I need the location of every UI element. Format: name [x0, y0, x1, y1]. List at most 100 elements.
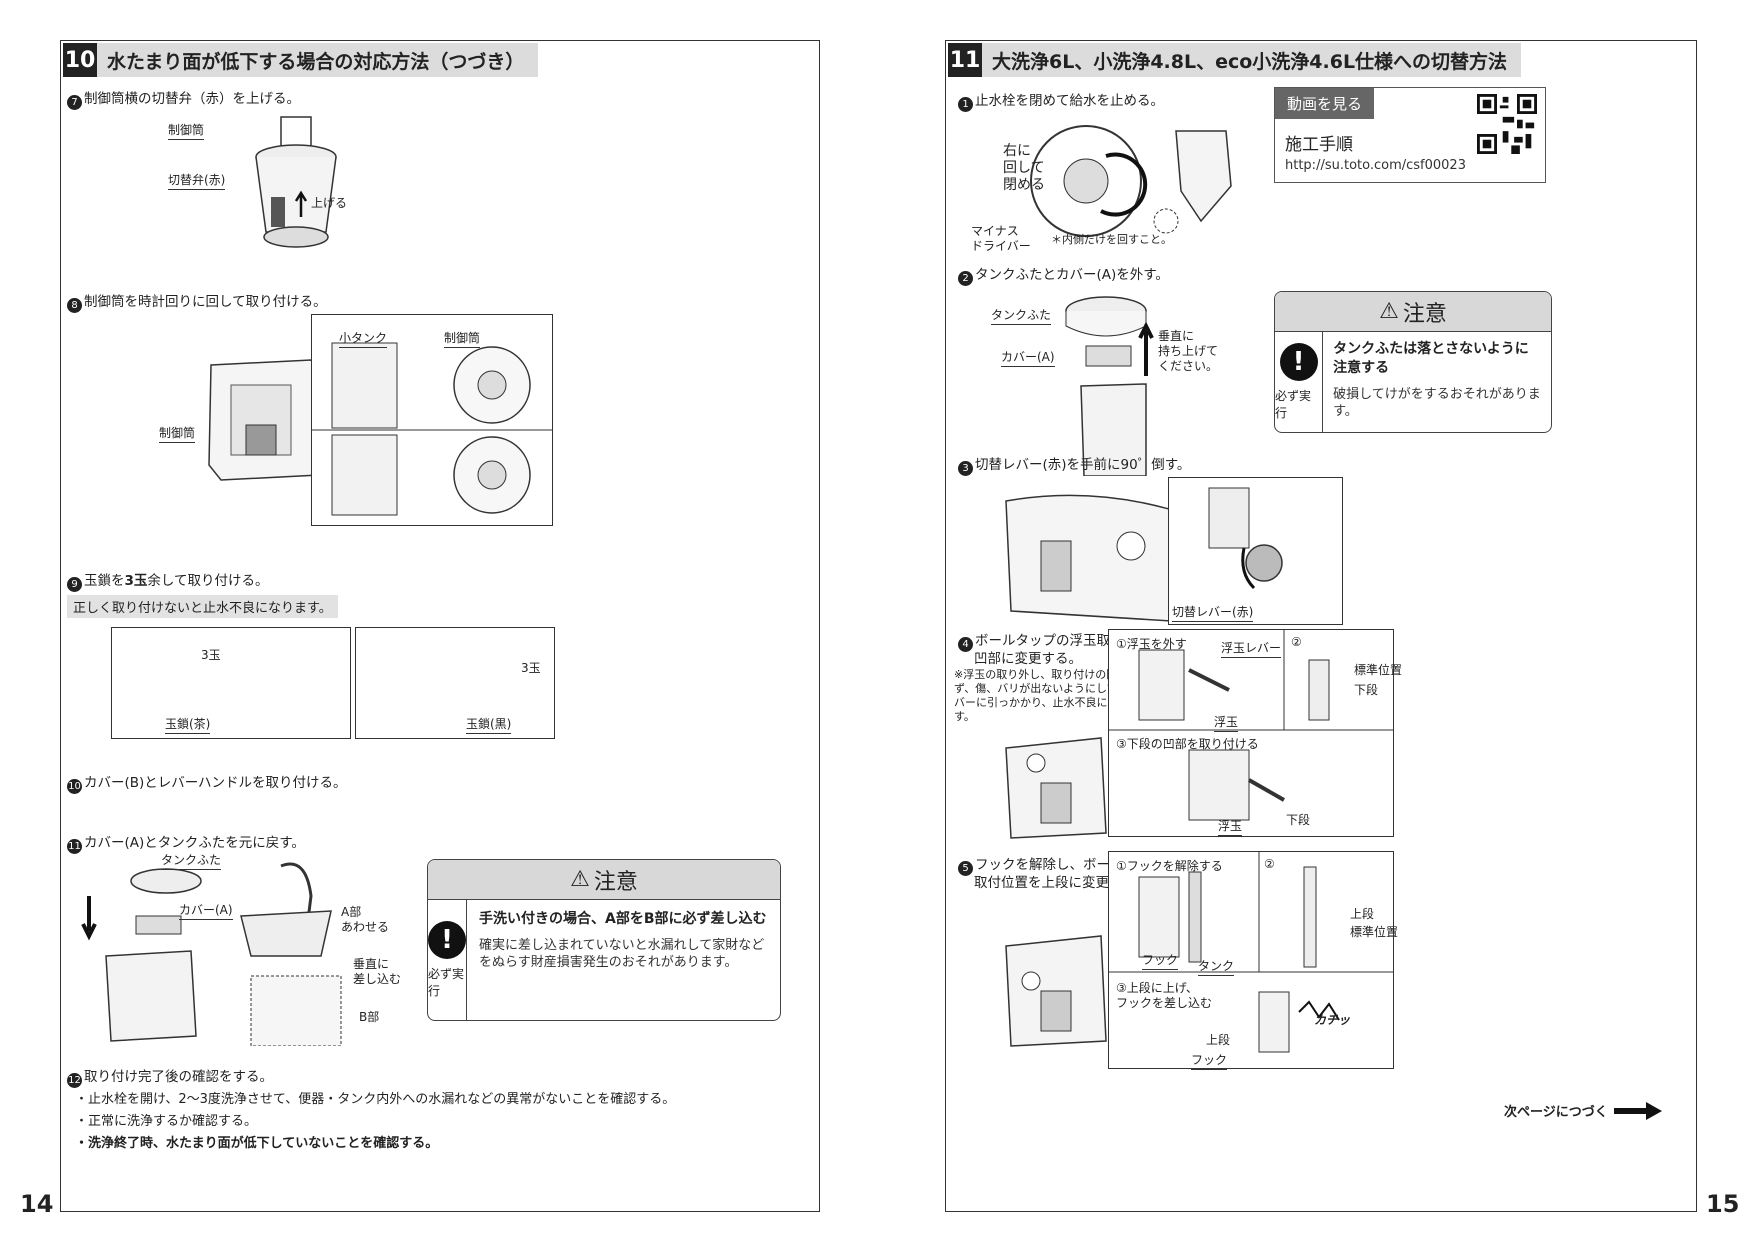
step9-warning-note: 正しく取り付けないと止水不良になります。: [67, 595, 338, 618]
label-click: カチッ: [1314, 1013, 1351, 1027]
label-tank-lid: タンクふた: [161, 851, 222, 870]
check-item-2: ・正常に洗浄するか確認する。: [75, 1114, 258, 1129]
label-switch-lever: 切替レバー(赤): [1172, 603, 1254, 622]
caution-text: 確実に差し込まれていないと水漏れして家財などをぬらす財産損害発生のおそれがありま…: [479, 938, 765, 970]
label-lower-2: 下段: [1286, 813, 1311, 827]
step4-detail-box: [1108, 629, 1394, 837]
warning-triangle-icon: ⚠: [1379, 299, 1399, 324]
label-float-2: 浮玉: [1218, 817, 1243, 836]
next-page-indicator: 次ページにつづく: [1504, 1101, 1662, 1120]
label-turn-close: 右に 回して 閉める: [1003, 143, 1045, 193]
label-brown-chain: 玉鎖(茶): [165, 715, 211, 734]
label-sub1-release-hook: ①フックを解除する: [1116, 859, 1223, 873]
label-hook: フック: [1142, 951, 1179, 970]
label-float: 浮玉: [1214, 713, 1239, 732]
label-cover-a-right: カバー(A): [1001, 348, 1055, 367]
check-item-bold: ・洗浄終了時、水たまり面が低下していないことを確認する。: [75, 1136, 439, 1151]
label-standard-position-2: 標準位置: [1350, 925, 1399, 939]
page-number-left: 14: [20, 1190, 54, 1218]
label-seigyo: 制御筒: [168, 121, 205, 140]
video-title: 施工手順: [1285, 135, 1353, 155]
video-box[interactable]: 動画を見る 施工手順 http://su.toto.com/csf00023: [1274, 87, 1546, 183]
label-hook-2: フック: [1191, 1051, 1228, 1070]
label-small-tank: 小タンク: [339, 329, 388, 348]
label-seigyo-3: 制御筒: [444, 329, 481, 348]
label-sub1-float-remove: ①浮玉を外す: [1116, 637, 1187, 651]
label-lower: 下段: [1354, 683, 1379, 697]
label-float-lever: 浮玉レバー: [1221, 639, 1282, 658]
black-chain-box: [355, 627, 555, 739]
video-url[interactable]: http://su.toto.com/csf00023: [1285, 158, 1466, 173]
qr-code-icon[interactable]: [1477, 94, 1537, 154]
label-tank: タンク: [1198, 957, 1235, 976]
label-lift-vertically: 垂直に 持ち上げて ください。: [1158, 329, 1219, 373]
section-title: 水たまり面が低下する場合の対応方法（つづき）: [107, 50, 525, 73]
label-b-part: B部: [359, 1010, 380, 1024]
tank-illustration-step4: [1005, 737, 1107, 839]
caution-bold-text-right: タンクふたは落とさないように注意する: [1333, 341, 1529, 376]
label-a-part: A部 あわせる: [341, 905, 390, 934]
brown-chain-box: [111, 627, 351, 739]
control-cylinder-illustration: [255, 116, 337, 248]
label-three-balls-1: 3玉: [201, 648, 221, 662]
tank-illustration: [208, 359, 322, 481]
exclamation-icon: !: [1279, 343, 1318, 381]
label-sub3-attach-lower: ③下段の凹部を取り付ける: [1116, 737, 1259, 751]
warning-triangle-icon: ⚠: [570, 867, 590, 892]
label-black-chain: 玉鎖(黒): [466, 715, 512, 734]
caution-box-right: ⚠注意 ! 必ず実行 タンクふたは落とさないように注意する 破損してけがをするお…: [1274, 291, 1552, 433]
tank-illustration-step5: [1005, 935, 1107, 1047]
caution-title: 注意: [593, 869, 638, 895]
check-item-1: ・止水栓を開け、2〜3度洗浄させて、便器・タンク内外への水漏れなどの異常がないこ…: [75, 1092, 676, 1107]
caution-box-left: ⚠注意 ! 必ず実行 手洗い付きの場合、A部をB部に必ず差し込む 確実に差し込ま…: [427, 859, 781, 1021]
section-number-right: 11: [948, 43, 982, 77]
label-sub2: ②: [1291, 635, 1302, 649]
label-inner-only: ＊内側だけを回すこと。: [1051, 233, 1172, 246]
page-number-right: 15: [1706, 1190, 1740, 1218]
label-kirikae: 切替弁(赤): [168, 171, 226, 190]
lid-cover-illustration: [81, 862, 342, 1046]
must-do-label-right: 必ず実行: [1275, 389, 1312, 420]
label-seigyo-2: 制御筒: [159, 424, 196, 443]
step5-detail-box: [1108, 851, 1394, 1069]
stop-valve-illustration: [1030, 125, 1232, 237]
label-three-balls-2: 3玉: [521, 661, 541, 675]
label-sub2-step5: ②: [1264, 857, 1275, 871]
section-heading: 10 水たまり面が低下する場合の対応方法（つづき）: [63, 43, 539, 77]
step8-detail-box: [311, 314, 553, 526]
label-ageru: 上げる: [311, 196, 348, 210]
label-standard-position: 標準位置: [1354, 663, 1403, 677]
tank-lid-illustration: [1065, 296, 1154, 476]
exclamation-icon: !: [428, 921, 466, 959]
label-upper-2: 上段: [1206, 1033, 1231, 1047]
lever-detail-box: [1168, 477, 1343, 625]
label-sub3-raise-hook: ③上段に上げ、 フックを差し込む: [1116, 981, 1213, 1010]
right-arrow-icon: [1613, 1101, 1662, 1120]
must-do-label: 必ず実行: [428, 967, 465, 998]
label-driver: マイナス ドライバー: [971, 224, 1031, 253]
step-5-line2: 取付位置を上段に変更する。: [974, 875, 1150, 891]
next-page-text: 次ページにつづく: [1504, 1105, 1608, 1120]
section-heading-right: 11 大洗浄6L、小洗浄4.8L、eco小洗浄4.6L仕様への切替方法: [948, 43, 1522, 77]
label-cover-a: カバー(A): [179, 901, 233, 920]
section-title-right: 大洗浄6L、小洗浄4.8L、eco小洗浄4.6L仕様への切替方法: [992, 50, 1508, 73]
tank-inner-illustration: [1005, 494, 1177, 622]
step-4-line2: 凹部に変更する。: [974, 651, 1082, 667]
section-number: 10: [63, 43, 97, 77]
caution-text-right: 破損してけがをするおそれがあります。: [1333, 387, 1541, 419]
label-upper: 上段: [1350, 907, 1375, 921]
video-tag[interactable]: 動画を見る: [1275, 88, 1375, 119]
label-tank-lid-right: タンクふた: [991, 306, 1052, 325]
label-vertical-insert: 垂直に 差し込む: [353, 957, 402, 986]
